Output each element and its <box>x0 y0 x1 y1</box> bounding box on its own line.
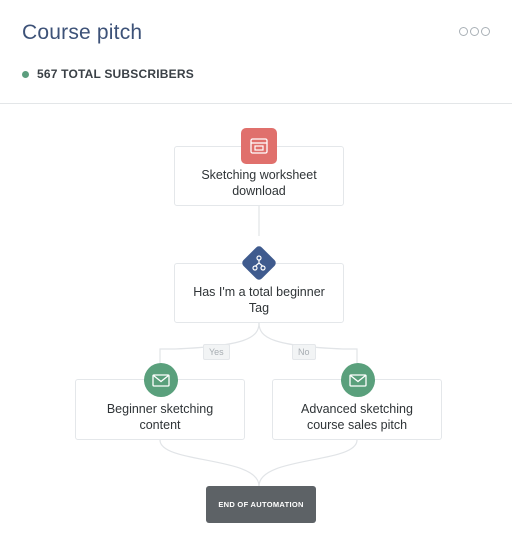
branch-icon <box>252 255 266 271</box>
trigger-label: Sketching worksheet download <box>201 168 317 198</box>
more-options-button[interactable] <box>459 27 490 36</box>
subscriber-count-label: 567 TOTAL SUBSCRIBERS <box>37 67 194 81</box>
mail-icon <box>349 373 367 387</box>
more-icon <box>459 27 468 36</box>
automation-canvas: Sketching worksheet download Has I'm a t… <box>0 104 512 560</box>
header: Course pitch 567 TOTAL SUBSCRIBERS <box>0 0 512 104</box>
end-of-automation-button[interactable]: END OF AUTOMATION <box>206 486 316 523</box>
condition-badge <box>240 244 278 282</box>
trigger-badge <box>241 128 277 164</box>
action-beginner-label: Beginner sketching content <box>106 401 214 432</box>
page-title: Course pitch <box>22 21 143 44</box>
action-advanced-label: Advanced sketching course sales pitch <box>301 401 413 432</box>
subscriber-count: 567 TOTAL SUBSCRIBERS <box>22 67 194 81</box>
flow-connectors <box>159 206 358 487</box>
condition-label: Has I'm a total beginner Tag <box>193 285 325 315</box>
action-advanced-badge <box>341 363 375 397</box>
status-dot-icon <box>22 70 29 78</box>
yes-branch-label: Yes <box>203 344 230 360</box>
no-branch-label: No <box>292 344 316 360</box>
form-icon <box>250 138 268 154</box>
action-beginner-badge <box>144 363 178 397</box>
mail-icon <box>152 373 170 387</box>
